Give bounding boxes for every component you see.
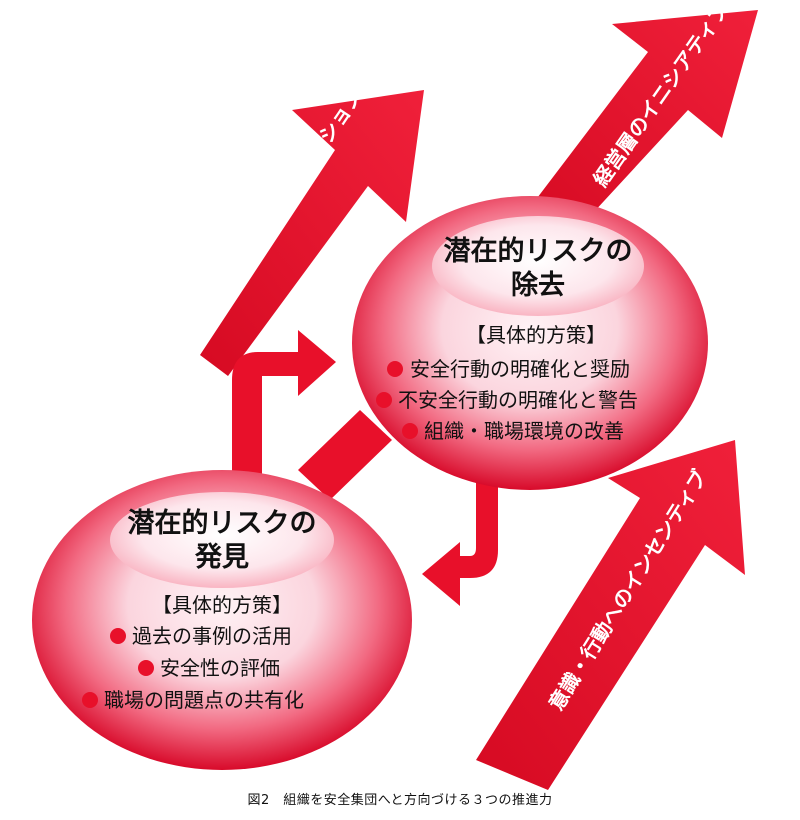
- bullet-dot: [376, 392, 392, 408]
- left-arrow-shape: [200, 90, 424, 376]
- risk-removal-title-bubble: [432, 216, 644, 316]
- cycle-arrow-up: [232, 330, 336, 490]
- risk-discovery-item: 過去の事例の活用: [132, 624, 292, 648]
- bottom-right-arrow-shape: [476, 440, 745, 790]
- risk-removal-heading: 【具体的方策】: [466, 323, 606, 347]
- connector-diagonal: [298, 410, 392, 500]
- risk-discovery-item: 安全性の評価: [160, 656, 280, 680]
- bullet-dot: [110, 628, 126, 644]
- risk-discovery-node: 潜在的リスクの 発見 【具体的方策】 過去の事例の活用 安全性の評価 職場の問題…: [32, 470, 412, 770]
- bottom-right-arrow-label: 意識・行動へのインセンティブ: [544, 465, 712, 714]
- bottom-right-arrow: 意識・行動へのインセンティブ: [476, 440, 745, 790]
- risk-discovery-title-line1: 潜在的リスクの: [128, 507, 317, 539]
- top-right-arrow-shape: [528, 10, 758, 240]
- risk-removal-title-line2: 除去: [511, 269, 565, 301]
- cycle-arrow-down: [422, 480, 498, 606]
- risk-removal-item: 不安全行動の明確化と警告: [398, 388, 638, 412]
- figure-caption: 図2 組織を安全集団へと方向づける３つの推進力: [247, 793, 553, 808]
- risk-discovery-title-bubble: [110, 492, 334, 588]
- bullet-dot: [402, 423, 418, 439]
- bullet-dot: [387, 361, 403, 377]
- risk-discovery-title-line2: 発見: [194, 542, 249, 573]
- risk-removal-node: 潜在的リスクの 除去 【具体的方策】 安全行動の明確化と奨励 不安全行動の明確化…: [352, 196, 708, 490]
- risk-discovery-heading: 【具体的方策】: [152, 593, 292, 617]
- risk-removal-title-line1: 潜在的リスクの: [444, 235, 633, 267]
- risk-removal-item: 安全行動の明確化と奨励: [410, 357, 630, 381]
- risk-removal-item: 組織・職場環境の改善: [424, 419, 624, 443]
- risk-discovery-item: 職場の問題点の共有化: [104, 688, 304, 712]
- bullet-dot: [138, 660, 154, 676]
- bullet-dot: [82, 692, 98, 708]
